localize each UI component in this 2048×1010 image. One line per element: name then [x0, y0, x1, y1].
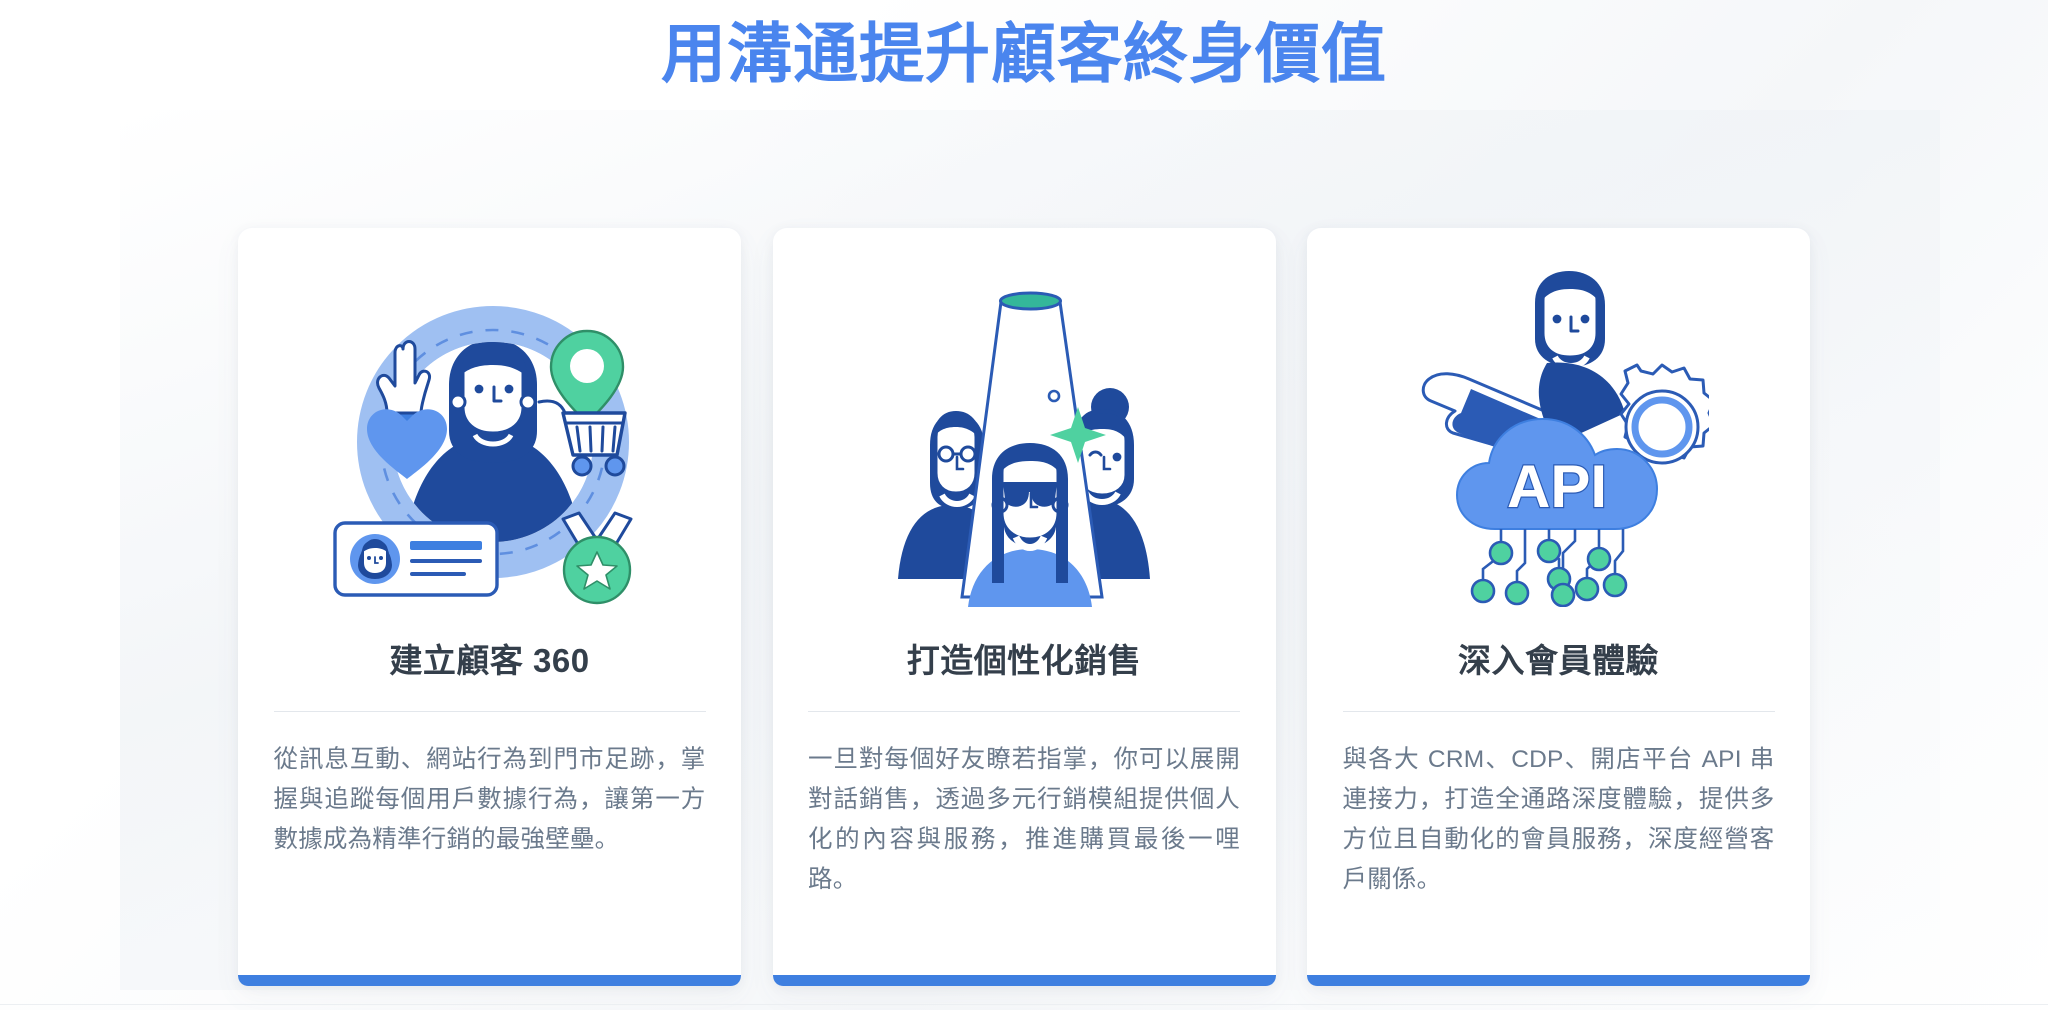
card-accent-bar [1307, 975, 1810, 986]
api-cloud-illustration: API [1307, 264, 1810, 609]
feature-card-list: 建立顧客 360 從訊息互動、網站行為到門市足跡，掌握與追蹤每個用戶數據行為，讓… [238, 228, 1810, 988]
card-divider [273, 711, 706, 712]
person-head [1534, 270, 1605, 369]
api-cloud-svg: API [1421, 270, 1709, 607]
id-card-icon [332, 520, 499, 597]
card-accent-bar [238, 975, 741, 986]
feature-card-member-experience[interactable]: API [1307, 228, 1810, 986]
card-accent-bar [772, 975, 1276, 986]
gear-icon [1619, 363, 1709, 464]
audience-person-front [968, 442, 1092, 607]
api-cloud-label: API [1506, 453, 1606, 520]
feature-card-customer-360[interactable]: 建立顧客 360 從訊息互動、網站行為到門市足跡，掌握與追蹤每個用戶數據行為，讓… [238, 228, 741, 986]
card-title: 打造個性化銷售 [906, 642, 1142, 679]
heart-icon [366, 408, 447, 479]
card-body: 與各大 CRM、CDP、開店平台 API 串連接力，打造全通路深度體驗，提供多方… [1342, 746, 1775, 893]
network-node-dots [1470, 538, 1627, 607]
megaphone-audience-svg [898, 291, 1150, 607]
card-title: 建立顧客 360 [389, 642, 590, 679]
page-bottom-rule [0, 1004, 2048, 1005]
card-body: 從訊息互動、網站行為到門市足跡，掌握與追蹤每個用戶數據行為，讓第一方數據成為精準… [273, 746, 706, 853]
card-body: 一旦對每個好友瞭若指掌，你可以展開對話銷售，透過多元行銷模組提供個人化的內容與服… [808, 746, 1240, 893]
api-cloud: API [1455, 417, 1658, 530]
customer-360-illustration [238, 264, 741, 609]
sparkle-icon [1050, 406, 1106, 463]
location-pin-icon [549, 329, 624, 425]
card-title: 深入會員體驗 [1458, 642, 1659, 679]
medal-icon [561, 511, 632, 604]
customer-360-svg [332, 305, 632, 604]
page-title: 用溝通提升顧客終身價值 [660, 17, 1387, 90]
card-divider [808, 711, 1240, 712]
card-divider [1342, 711, 1775, 712]
megaphone-audience-illustration [773, 264, 1276, 609]
small-circle-accent [1047, 389, 1061, 402]
shopping-cart-icon [537, 399, 627, 476]
feature-card-personalized-selling[interactable]: 打造個性化銷售 一旦對每個好友瞭若指掌，你可以展開對話銷售，透過多元行銷模組提供… [772, 228, 1276, 986]
